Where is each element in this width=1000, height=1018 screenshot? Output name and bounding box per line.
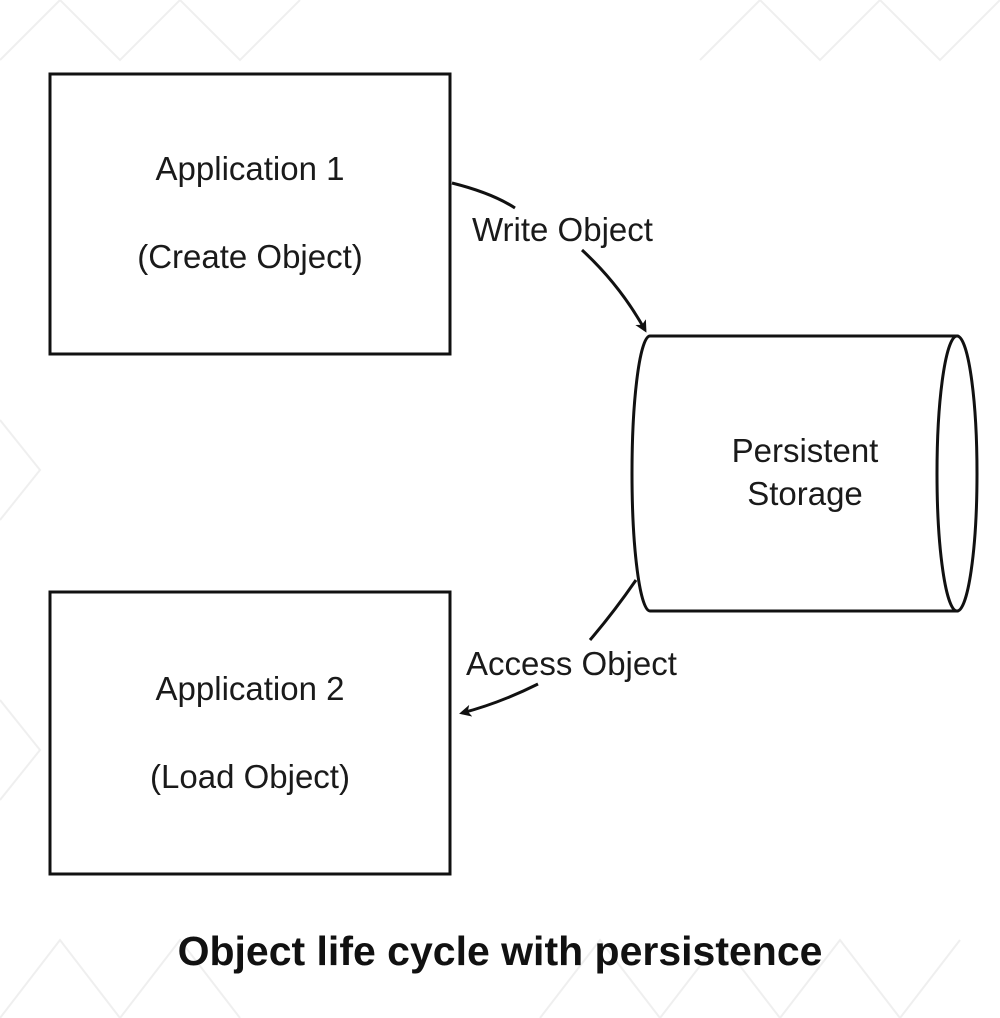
storage-cylinder-end <box>935 334 979 613</box>
edge-access-object: Access Object <box>459 579 677 717</box>
node-application-1: Application 1 (Create Object) <box>48 72 452 356</box>
node-persistent-storage: Persistent Storage <box>630 334 979 613</box>
storage-label-line2: Storage <box>747 475 863 512</box>
edge-write-object-label: Write Object <box>472 211 653 248</box>
edge-access-object-line-start <box>588 579 638 641</box>
storage-label-line1: Persistent <box>732 432 879 469</box>
storage-cylinder-body <box>630 334 959 613</box>
node-application-2: Application 2 (Load Object) <box>48 590 452 876</box>
node-application-2-subtitle: (Load Object) <box>150 758 350 795</box>
edge-access-object-label: Access Object <box>466 645 677 682</box>
node-application-1-box <box>48 72 452 356</box>
edge-write-object-line-start <box>451 181 516 210</box>
node-application-1-title: Application 1 <box>156 150 345 187</box>
edge-access-object-arrow <box>459 682 539 717</box>
node-application-2-title: Application 2 <box>156 670 345 707</box>
edge-write-object-arrow <box>580 248 647 333</box>
node-application-1-subtitle: (Create Object) <box>137 238 363 275</box>
edge-write-object: Write Object <box>451 181 653 333</box>
node-application-2-box <box>48 590 452 876</box>
figure-caption: Object life cycle with persistence <box>177 928 823 974</box>
